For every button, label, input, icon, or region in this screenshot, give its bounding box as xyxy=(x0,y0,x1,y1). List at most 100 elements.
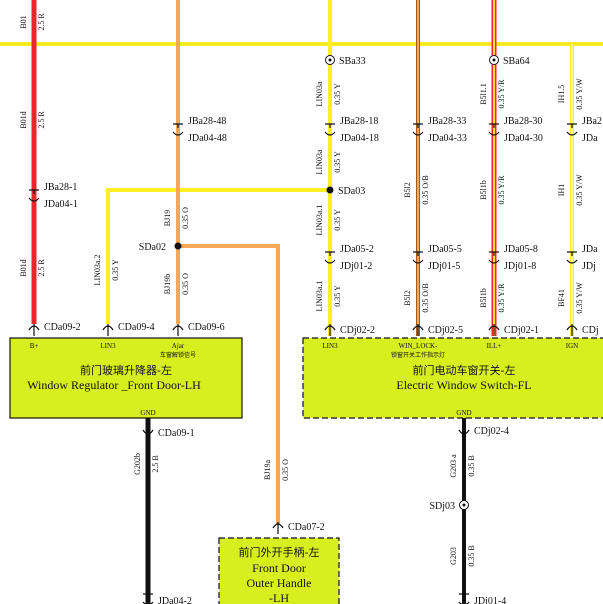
svg-text:CDj02-2: CDj02-2 xyxy=(340,325,375,336)
svg-text:JBa28-18: JBa28-18 xyxy=(340,116,378,127)
svg-text:CDa09-4: CDa09-4 xyxy=(118,322,155,333)
svg-text:JBa28-48: JBa28-48 xyxy=(188,116,226,127)
wire1-labels: B01 2.5 R B01d 2.5 R B01d 2.5 R xyxy=(19,13,46,277)
pin-connector-labels: CDa09-2 CDa09-4 CDa09-6 CDj02-2 CDj02-5 … xyxy=(44,322,599,533)
svg-text:IGN: IGN xyxy=(566,342,578,350)
svg-text:SBa33: SBa33 xyxy=(339,56,366,67)
svg-text:LIN03a.1: LIN03a.1 xyxy=(315,281,324,312)
svg-text:IH1.5: IH1.5 xyxy=(557,85,566,103)
svg-text:JBa28-33: JBa28-33 xyxy=(428,116,466,127)
svg-text:GND: GND xyxy=(140,409,155,417)
svg-text:LIN3: LIN3 xyxy=(100,342,116,350)
svg-text:2.5 R: 2.5 R xyxy=(37,111,46,129)
svg-text:B5l1b: B5l1b xyxy=(479,180,488,200)
svg-text:0.35 O/B: 0.35 O/B xyxy=(421,175,430,204)
svg-text:BJ19a: BJ19a xyxy=(263,460,272,480)
svg-text:JDa05-2: JDa05-2 xyxy=(340,244,374,255)
svg-text:JDa04-33: JDa04-33 xyxy=(428,133,467,144)
wire9-labels: BJ19a 0.35 O xyxy=(263,459,290,481)
svg-text:B5l1.1: B5l1.1 xyxy=(479,83,488,105)
wire5-labels: B5l2 0.35 O/B B5l2 0.35 O/B xyxy=(403,175,430,312)
svg-text:B5l2: B5l2 xyxy=(403,182,412,198)
module-outer-handle[interactable]: 前门外开手柄-左 Front Door Outer Handle -LH xyxy=(218,537,340,604)
wire-orange-handle xyxy=(178,244,280,524)
svg-text:JBa2: JBa2 xyxy=(582,116,602,127)
svg-text:JDj01-5: JDj01-5 xyxy=(428,261,460,272)
svg-text:JDa: JDa xyxy=(582,244,598,255)
svg-text:JBa28-30: JBa28-30 xyxy=(504,116,542,127)
svg-text:JDj01-8: JDj01-8 xyxy=(504,261,536,272)
svg-text:BJ19: BJ19 xyxy=(163,210,172,226)
svg-text:0.35 Y: 0.35 Y xyxy=(111,259,120,281)
svg-text:0.35 B: 0.35 B xyxy=(467,455,476,476)
inline-connector-symbols xyxy=(28,123,578,604)
svg-text:LIN03a.2: LIN03a.2 xyxy=(93,255,102,286)
svg-text:SDj03: SDj03 xyxy=(429,501,455,512)
svg-text:CDj02-5: CDj02-5 xyxy=(428,325,463,336)
svg-text:LIN03a: LIN03a xyxy=(315,149,324,174)
svg-text:0.35 Y/W: 0.35 Y/W xyxy=(575,78,584,110)
svg-text:CDa09-2: CDa09-2 xyxy=(44,322,81,333)
svg-text:CDj02-4: CDj02-4 xyxy=(474,426,509,437)
pin-connector-symbols xyxy=(28,324,578,534)
svg-text:LIN03a: LIN03a xyxy=(315,81,324,106)
svg-text:G203 a: G203 a xyxy=(449,454,458,478)
splice-sda02: SDa02 xyxy=(139,242,182,253)
svg-text:JBa28-1: JBa28-1 xyxy=(44,182,77,193)
svg-text:BJ19b: BJ19b xyxy=(163,274,172,294)
svg-text:0.35 Y/R: 0.35 Y/R xyxy=(497,283,506,313)
svg-text:JDa04-1: JDa04-1 xyxy=(44,199,78,210)
svg-text:SDa03: SDa03 xyxy=(338,186,365,197)
svg-text:0.35 O/B: 0.35 O/B xyxy=(421,283,430,312)
svg-text:0.35 Y: 0.35 Y xyxy=(333,151,342,173)
wire7-labels: IH1.5 0.35 Y/W IH1 0.35 Y/W BF41 0.35 Y/… xyxy=(557,78,584,314)
wire4-labels: LIN03a 0.35 Y LIN03a 0.35 Y LIN03a.1 0.3… xyxy=(315,81,342,311)
svg-text:-LH: -LH xyxy=(269,591,289,604)
svg-text:JDj01-2: JDj01-2 xyxy=(340,261,372,272)
svg-text:JDj: JDj xyxy=(582,261,596,272)
svg-text:CDa09-1: CDa09-1 xyxy=(158,428,195,439)
splice-sdj03: SDj03 xyxy=(429,500,469,512)
svg-text:SBa64: SBa64 xyxy=(503,56,530,67)
module-window-regulator[interactable]: B+ LIN3 Ajar 车窗解锁信号 前门玻璃升降器-左 Window Reg… xyxy=(9,337,243,419)
svg-text:2.5 R: 2.5 R xyxy=(37,13,46,31)
svg-text:0.35 Y: 0.35 Y xyxy=(333,209,342,231)
svg-text:前门外开手柄-左: 前门外开手柄-左 xyxy=(239,545,320,559)
svg-text:2.5 B: 2.5 B xyxy=(151,455,160,472)
wire-yellow-lin xyxy=(106,188,330,324)
svg-text:B01d: B01d xyxy=(19,259,28,276)
svg-text:CDj: CDj xyxy=(582,325,599,336)
svg-text:JDa04-48: JDa04-48 xyxy=(188,133,227,144)
svg-text:JDa05-5: JDa05-5 xyxy=(428,244,462,255)
wire10-labels: G203 a 0.35 B G203 0.35 B xyxy=(449,454,476,567)
svg-text:0.35 O: 0.35 O xyxy=(281,459,290,481)
svg-text:车窗解锁信号: 车窗解锁信号 xyxy=(160,351,196,359)
svg-text:GND: GND xyxy=(456,409,471,417)
svg-text:LIN3: LIN3 xyxy=(322,342,338,350)
splice-sda03: SDa03 xyxy=(326,186,365,197)
wire8-labels: G202b 2.5 B xyxy=(133,453,160,475)
wire6-labels: B5l1.1 0.35 Y/R B5l1b 0.35 Y/R B5l1b 0.3… xyxy=(479,79,506,313)
svg-text:前门电动车窗开关-左: 前门电动车窗开关-左 xyxy=(413,363,516,377)
svg-text:B01d: B01d xyxy=(19,111,28,128)
wire3-labels: BJ19 0.35 O BJ19b 0.35 O xyxy=(163,207,190,295)
svg-text:CDa09-6: CDa09-6 xyxy=(188,322,225,333)
svg-text:G202b: G202b xyxy=(133,453,142,475)
svg-text:JDa04-2: JDa04-2 xyxy=(158,596,192,604)
svg-text:2.5 R: 2.5 R xyxy=(37,259,46,277)
module-electric-window-switch[interactable]: LIN3 WIN_LOCK- ILL+ IGN 锁窗开关工作指示灯 前门电动车窗… xyxy=(302,337,603,419)
svg-text:0.35 B: 0.35 B xyxy=(467,545,476,566)
svg-text:锁窗开关工作指示灯: 锁窗开关工作指示灯 xyxy=(391,351,445,359)
svg-text:JDa05-8: JDa05-8 xyxy=(504,244,538,255)
svg-text:0.35 O: 0.35 O xyxy=(181,207,190,229)
svg-text:0.35 Y: 0.35 Y xyxy=(333,83,342,105)
splice-sba33: SBa33 xyxy=(325,55,366,67)
svg-text:B+: B+ xyxy=(30,342,39,350)
splice-sba64: SBa64 xyxy=(489,55,530,67)
svg-text:B01: B01 xyxy=(19,15,28,28)
svg-text:0.35 Y/W: 0.35 Y/W xyxy=(575,174,584,206)
svg-text:CDj02-1: CDj02-1 xyxy=(504,325,539,336)
svg-text:JDa: JDa xyxy=(582,133,598,144)
